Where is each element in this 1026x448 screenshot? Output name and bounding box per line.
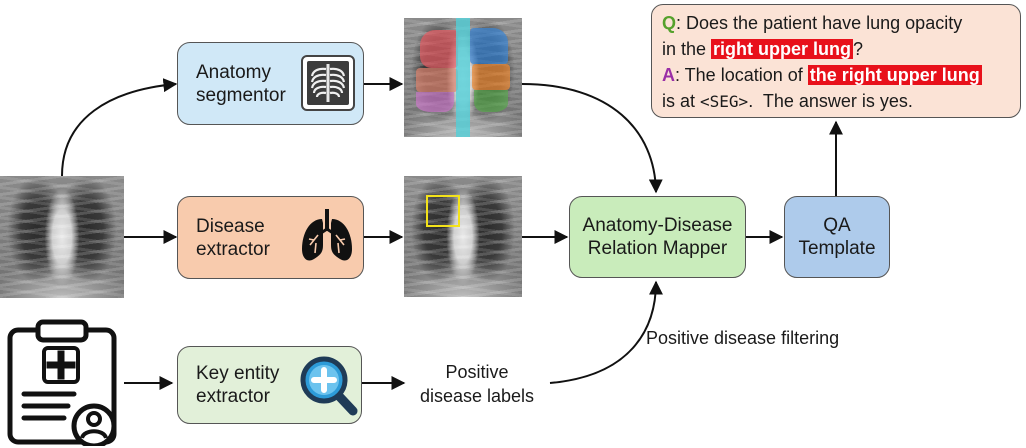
seg-left-mid-lung [472, 64, 510, 90]
mapper-label-line2: Relation Mapper [587, 238, 728, 259]
a-seg-token: <SEG> [700, 92, 749, 111]
a-line2-post: . The answer is yes. [748, 91, 913, 111]
a-highlight: the right upper lung [807, 65, 982, 85]
disease-bounding-box [426, 195, 460, 227]
anatomy-segmentor-box: Anatomy segmentor [177, 42, 364, 125]
segmented-xray-image [404, 18, 522, 137]
qa-question-line2: in the right upper lung? [662, 36, 1020, 62]
qa-template-label-line1: QA [823, 215, 851, 236]
disease-extractor-label-line2: extractor [196, 238, 270, 260]
input-chest-xray [0, 176, 124, 298]
seg-left-upper-lung [470, 28, 508, 64]
qa-template-box: QA Template [784, 196, 890, 278]
key-entity-extractor-box: Key entity extractor [177, 346, 362, 424]
seg-trachea-mediastinum [456, 18, 470, 137]
mapper-label-line1: Anatomy-Disease [582, 215, 733, 236]
a-tag: A [662, 65, 675, 85]
qa-answer-line2: is at <SEG>. The answer is yes. [662, 88, 1020, 115]
q-tag: Q [662, 13, 677, 33]
ribcage-xray-icon [301, 55, 355, 111]
seg-left-lower-lung [474, 90, 508, 112]
a-line2-pre: is at [662, 91, 701, 111]
disease-bbox-xray-image [404, 176, 522, 297]
positive-labels-line2: disease labels [419, 386, 535, 406]
positive-labels-line1: Positive [445, 362, 509, 382]
qa-template-label-line2: Template [798, 238, 876, 259]
clinical-report-icon [7, 319, 117, 446]
q-line2-post: ? [853, 39, 864, 59]
anatomy-disease-mapper-box: Anatomy-Disease Relation Mapper [569, 196, 746, 278]
a-text: : The location of [675, 65, 808, 85]
qa-question-line1: Q: Does the patient have lung opacity [662, 10, 1020, 36]
magnifier-plus-icon [300, 356, 358, 416]
seg-right-mid-lung [416, 68, 458, 92]
q-text: : Does the patient have lung opacity [676, 13, 963, 33]
arrow-xray-to-anatomy [61, 78, 178, 177]
positive-disease-filtering-label: Positive disease filtering [646, 328, 840, 348]
seg-right-lower-lung [416, 92, 454, 112]
anatomy-segmentor-label-line2: segmentor [196, 84, 286, 106]
disease-extractor-box: Disease extractor [177, 196, 364, 279]
disease-extractor-label-line1: Disease [196, 215, 265, 237]
qa-answer-line1: A: The location of the right upper lung [662, 62, 1020, 88]
seg-right-upper-lung [420, 30, 458, 68]
positive-disease-labels: Positive disease labels [402, 360, 552, 408]
key-entity-label-line1: Key entity [196, 363, 280, 384]
key-entity-label-line2: extractor [196, 386, 270, 407]
q-highlight: right upper lung [711, 39, 854, 59]
qa-example-bubble: Q: Does the patient have lung opacity in… [651, 4, 1021, 118]
lungs-icon [302, 209, 352, 261]
arrow-labels-to-mapper [549, 280, 663, 384]
q-line2-pre: in the [662, 39, 712, 59]
arrow-seg-image-to-mapper [521, 83, 663, 194]
anatomy-segmentor-label-line1: Anatomy [196, 61, 271, 83]
